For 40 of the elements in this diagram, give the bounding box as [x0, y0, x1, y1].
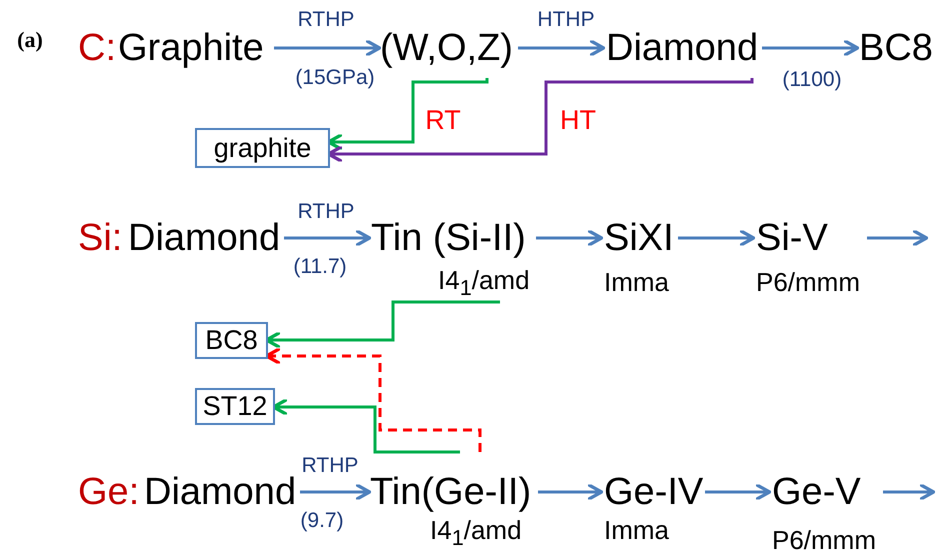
pressure-label: (1100) — [782, 68, 842, 92]
arrow — [705, 484, 772, 500]
phase-name: Diamond — [606, 26, 758, 70]
element-label: Si: — [78, 216, 122, 260]
arrow — [538, 484, 604, 500]
arrow — [300, 484, 372, 500]
arrow — [284, 230, 372, 246]
phase-name: BC8 — [859, 26, 933, 70]
space-group-label: I4$_{1}$/amd — [438, 265, 530, 302]
arrow — [536, 230, 604, 246]
phase-name: Si-V — [756, 216, 828, 260]
panel-label: (a) — [17, 28, 43, 52]
phase-box: BC8 — [195, 322, 268, 359]
phase-name: Ge-IV — [604, 470, 704, 514]
pressure-label: (11.7) — [293, 255, 347, 279]
pressure-label: (15GPa) — [295, 66, 375, 90]
phase-name: Diamond — [128, 216, 280, 260]
phase-box: graphite — [195, 128, 330, 168]
arrow — [274, 40, 382, 56]
space-group-label: Imma — [604, 267, 669, 297]
pressure-label: (9.7) — [300, 509, 344, 533]
phase-name: SiXI — [604, 216, 674, 260]
phase-box: ST12 — [195, 388, 275, 425]
arrow — [867, 230, 928, 246]
phase-name: (W,O,Z) — [380, 26, 513, 70]
arrow — [518, 40, 606, 56]
arrow — [883, 484, 936, 500]
element-label: Ge: — [78, 470, 140, 514]
space-group-label: P6/mmm — [772, 525, 876, 555]
phase-name: Tin(Ge-II) — [370, 470, 532, 514]
phase-name: Ge-V — [772, 470, 861, 514]
space-group-label: I4$_{1}$/amd — [430, 515, 522, 552]
phase-name: Diamond — [144, 470, 296, 514]
arrow — [678, 230, 756, 246]
space-group-label: Imma — [604, 515, 669, 545]
space-group-label: P6/mmm — [756, 267, 860, 297]
arrow — [762, 40, 860, 56]
element-label: C: — [78, 26, 116, 70]
phase-name: Tin (Si-II) — [371, 216, 526, 260]
phase-name: Graphite — [118, 26, 264, 70]
